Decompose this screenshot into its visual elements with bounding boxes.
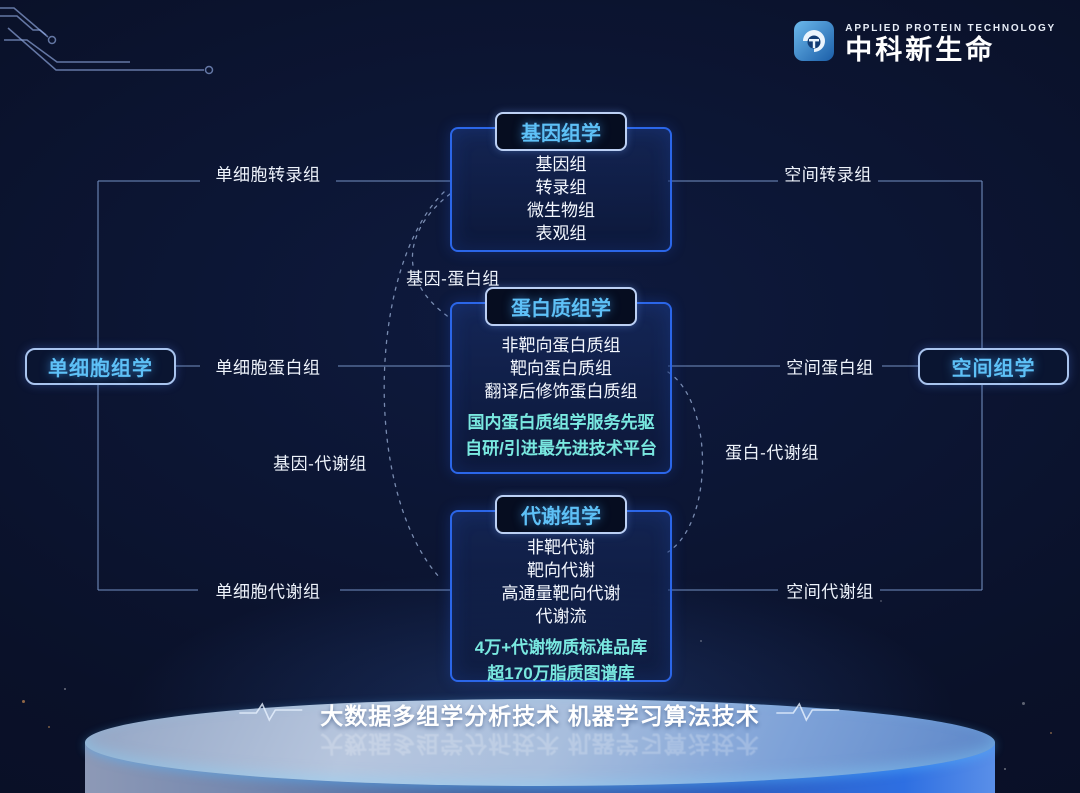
edge-label-single-cell-metabolome: 单细胞代谢组 <box>215 582 321 602</box>
genomics-items: 基因组转录组微生物组表观组 <box>452 129 670 245</box>
edge-label-spatial-proteome: 空间蛋白组 <box>786 358 874 378</box>
metabolomics-highlights: 4万+代谢物质标准品库超170万脂质图谱库 <box>452 635 670 687</box>
edge-label-single-cell-transcriptome: 单细胞转录组 <box>215 165 321 185</box>
edge-label-gene-protein: 基因-蛋白组 <box>406 269 500 289</box>
omics-item: 代谢流 <box>535 607 587 626</box>
omics-highlight: 国内蛋白质组学服务先驱 <box>467 413 655 432</box>
proteomics-highlights: 国内蛋白质组学服务先驱自研/引进最先进技术平台 <box>452 410 670 462</box>
banner-text: 大数据多组学分析技术 机器学习算法技术 <box>320 703 760 729</box>
omics-highlight: 超170万脂质图谱库 <box>487 664 635 683</box>
spatial-omics-node: 空间组学 <box>918 348 1069 385</box>
omics-item: 非靶向蛋白质组 <box>501 336 621 355</box>
edge-label-gene-metabolite: 基因-代谢组 <box>273 454 367 474</box>
technology-banner: 大数据多组学分析技术 机器学习算法技术 <box>238 697 841 731</box>
podium-top-surface <box>85 699 995 786</box>
omics-highlight: 自研/引进最先进技术平台 <box>465 439 657 458</box>
genomics-title: 基因组学 <box>495 112 627 151</box>
omics-item: 靶向代谢 <box>527 561 595 580</box>
omics-item: 翻译后修饰蛋白质组 <box>484 382 638 401</box>
edge-label-single-cell-proteome: 单细胞蛋白组 <box>215 358 321 378</box>
logo-company-name: 中科新生命 <box>845 35 996 65</box>
circuit-decoration <box>0 7 214 75</box>
genomics-node: 基因组学 基因组转录组微生物组表观组 <box>450 112 672 252</box>
ecg-pulse-icon <box>776 701 842 728</box>
omics-item: 表观组 <box>535 224 587 243</box>
omics-item: 基因组 <box>535 155 587 174</box>
edge-label-spatial-transcriptome: 空间转录组 <box>784 165 872 185</box>
omics-highlight: 4万+代谢物质标准品库 <box>474 638 648 657</box>
proteomics-node: 蛋白质组学 非靶向蛋白质组靶向蛋白质组翻译后修饰蛋白质组 国内蛋白质组学服务先驱… <box>450 287 672 474</box>
logo-tagline: APPLIED PROTEIN TECHNOLOGY <box>845 23 1056 34</box>
omics-item: 高通量靶向代谢 <box>501 584 621 603</box>
company-logo: APPLIED PROTEIN TECHNOLOGY 中科新生命 <box>793 20 1056 67</box>
edge-label-protein-metabolite: 蛋白-代谢组 <box>725 443 819 463</box>
banner-reflection: 大数据多组学分析技术 机器学习算法技术 <box>320 731 760 757</box>
omics-item: 非靶代谢 <box>527 538 595 557</box>
proteomics-title: 蛋白质组学 <box>485 287 637 326</box>
metabolomics-items: 非靶代谢靶向代谢高通量靶向代谢代谢流 <box>452 512 670 628</box>
omics-item: 靶向蛋白质组 <box>510 359 612 378</box>
metabolomics-title: 代谢组学 <box>495 495 627 534</box>
single-cell-omics-node: 单细胞组学 <box>25 348 176 385</box>
omics-item: 微生物组 <box>527 201 595 220</box>
omics-item: 转录组 <box>535 178 587 197</box>
ecg-pulse-icon <box>238 701 304 728</box>
logo-icon <box>793 20 835 67</box>
metabolomics-node: 代谢组学 非靶代谢靶向代谢高通量靶向代谢代谢流 4万+代谢物质标准品库超170万… <box>450 495 672 683</box>
proteomics-items: 非靶向蛋白质组靶向蛋白质组翻译后修饰蛋白质组 <box>452 304 670 403</box>
edge-label-spatial-metabolome: 空间代谢组 <box>786 582 874 602</box>
logo-text: APPLIED PROTEIN TECHNOLOGY 中科新生命 <box>845 23 1056 64</box>
